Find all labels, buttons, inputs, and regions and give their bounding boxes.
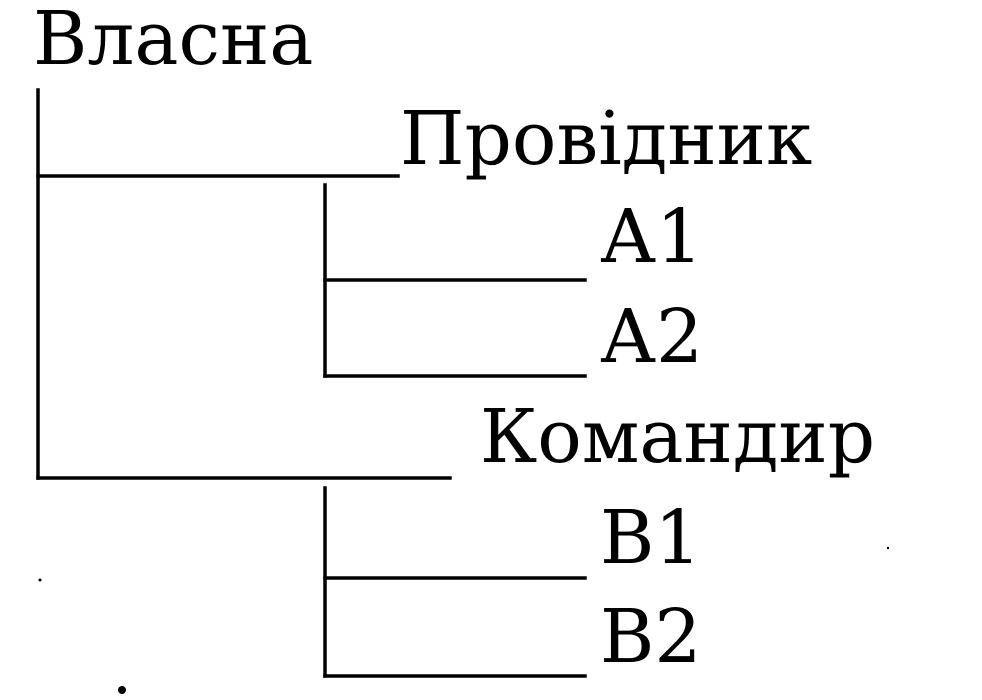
scan-speck [38, 578, 42, 582]
child-label-a2: А2 [600, 294, 703, 380]
child-label-b2: В2 [600, 594, 701, 680]
scan-specks [38, 546, 890, 694]
tree-labels: Власна Провідник А1 А2 Командир В1 В2 [33, 0, 875, 680]
scan-speck [118, 686, 126, 694]
child-label-a1: А1 [600, 194, 703, 280]
scan-speck [886, 546, 890, 550]
branch-label-komandyr: Командир [480, 394, 875, 480]
root-label: Власна [33, 0, 313, 82]
child-label-b1: В1 [600, 495, 701, 581]
branch-label-provodnyk: Провідник [400, 96, 812, 182]
tree-connectors [36, 88, 587, 678]
